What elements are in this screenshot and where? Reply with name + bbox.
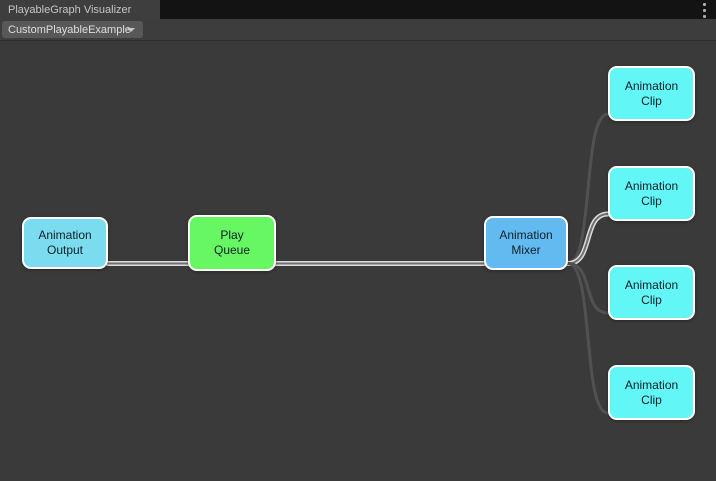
toolbar: CustomPlayableExample <box>0 19 716 41</box>
edge-animation-mixer-to-animation-clip-3 <box>566 262 610 315</box>
graph-selector-value: CustomPlayableExample <box>8 23 131 36</box>
node-label-line: Animation <box>499 228 553 242</box>
node-label-line: Clip <box>641 292 662 307</box>
edge-animation-mixer-to-animation-clip-1 <box>566 112 610 265</box>
edge-animation-mixer-to-animation-clip-4 <box>566 262 610 415</box>
node-label-line: Clip <box>641 193 662 208</box>
node-label-line: Animation <box>624 178 679 193</box>
graph-selector-dropdown[interactable]: CustomPlayableExample <box>2 21 143 38</box>
node-label-line: Output <box>46 243 84 257</box>
node-label-line: Clip <box>641 392 662 407</box>
node-label-line: Mixer <box>511 243 541 257</box>
tab-playablegraph-visualizer[interactable]: PlayableGraph Visualizer <box>0 0 160 19</box>
node-label-line: Queue <box>213 243 251 257</box>
node-label-line: Animation <box>624 377 679 392</box>
tab-title: PlayableGraph Visualizer <box>8 3 132 16</box>
node-label-line: Animation <box>624 277 679 292</box>
node-label-line: Clip <box>641 93 662 108</box>
edge-animation-mixer-to-animation-clip-2 <box>565 211 611 266</box>
node-label-line: Animation <box>38 228 92 242</box>
node-label-line: Play <box>220 228 244 242</box>
edge-animation-mixer-to-animation-clip-2-core <box>567 213 609 265</box>
chevron-down-icon <box>127 28 135 32</box>
kebab-menu-icon[interactable] <box>701 3 707 18</box>
node-label-line: Animation <box>624 78 679 93</box>
window-tab-bar: PlayableGraph Visualizer <box>0 0 716 19</box>
